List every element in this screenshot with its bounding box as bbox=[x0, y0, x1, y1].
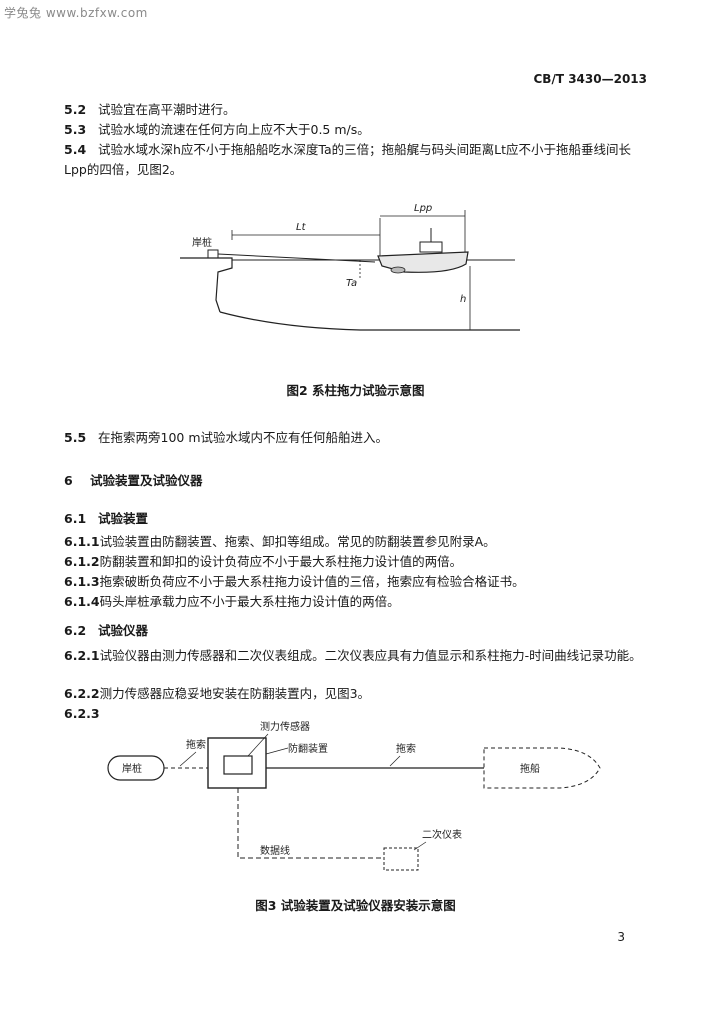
secondary-instrument bbox=[383, 847, 419, 871]
figure-3-diagram: 岸桩 拖索 测力传感器 防翻装置 拖索 拖船 数据线 二次仪表 bbox=[107, 720, 601, 871]
bank-label: 岸桩 bbox=[192, 236, 212, 249]
tow-rope bbox=[217, 253, 376, 263]
fig3-left-rope-label: 拖索 bbox=[186, 738, 206, 751]
l1-label: Lt bbox=[296, 222, 307, 233]
seabed bbox=[219, 311, 520, 331]
force-sensor bbox=[223, 755, 253, 775]
page-number: 3 bbox=[617, 930, 625, 944]
figure-2-diagram: 岸桩 Lt Lpp Ta h bbox=[180, 203, 520, 331]
tug-superstructure bbox=[419, 241, 443, 253]
anti-flip-device bbox=[207, 737, 267, 789]
figure-3-caption: 图3 试验装置及试验仪器安装示意图 bbox=[255, 898, 456, 913]
fig3-sensor-label: 测力传感器 bbox=[260, 720, 310, 733]
clause-6-1-4: 6.1.4码头岸桩承载力应不小于最大系柱拖力设计值的两倍。 bbox=[64, 594, 400, 609]
clause-6-1-1: 6.1.1试验装置由防翻装置、拖索、卸扣等组成。常见的防翻装置参见附录A。 bbox=[64, 534, 496, 549]
quay-wall bbox=[180, 257, 233, 313]
fig3-instrument-label: 二次仪表 bbox=[422, 828, 462, 841]
clause-6-2-2: 6.2.2测力传感器应稳妥地安装在防翻装置内，见图3。 bbox=[64, 686, 371, 701]
fig3-cable-label: 数据线 bbox=[260, 844, 290, 857]
lpp-label: Lpp bbox=[414, 203, 432, 214]
ta-label: Ta bbox=[346, 278, 357, 289]
clause-6-1-3: 6.1.3拖索破断负荷应不小于最大系柱拖力设计值的三倍，拖索应有检验合格证书。 bbox=[64, 574, 525, 589]
figure-2-caption: 图2 系柱拖力试验示意图 bbox=[286, 383, 425, 398]
bollard bbox=[207, 249, 219, 259]
fig3-right-rope-label: 拖索 bbox=[396, 742, 416, 755]
propeller bbox=[390, 266, 406, 274]
clause-6-2-3: 6.2.3 bbox=[64, 706, 100, 721]
clause-6-1-2: 6.1.2防翻装置和卸扣的设计负荷应不小于最大系柱拖力设计值的两倍。 bbox=[64, 554, 463, 569]
clause-6-2-1: 6.2.1试验仪器由测力传感器和二次仪表组成。二次仪表应具有力值显示和系柱拖力-… bbox=[64, 648, 642, 663]
fig3-antiflip-label: 防翻装置 bbox=[288, 742, 328, 755]
watermark: 学兔兔 www.bzfxw.com bbox=[4, 6, 148, 20]
h-label: h bbox=[460, 294, 466, 305]
tug-outline bbox=[483, 747, 601, 789]
fig3-bank-label: 岸桩 bbox=[122, 762, 142, 775]
fig3-tug-label: 拖船 bbox=[520, 762, 540, 775]
standard-code: CB/T 3430—2013 bbox=[533, 72, 648, 86]
